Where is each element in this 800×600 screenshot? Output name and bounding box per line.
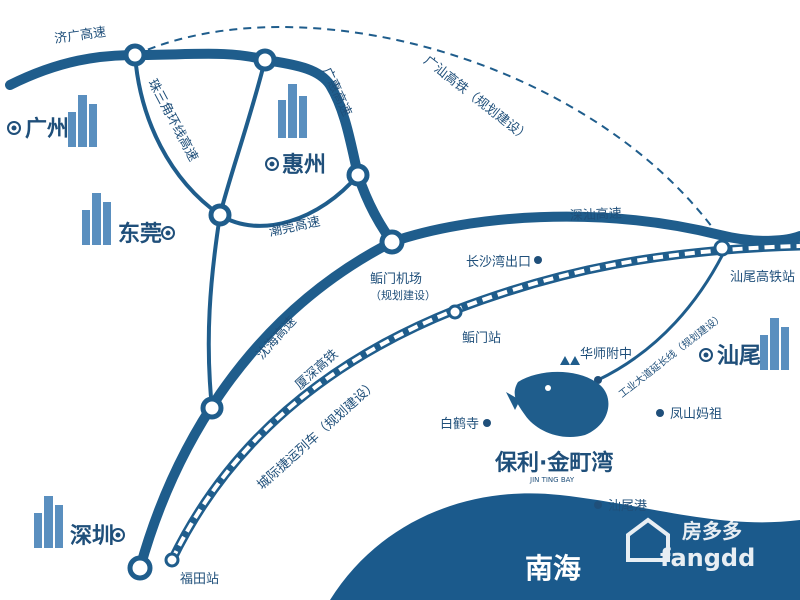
changsha-exit-dot: [534, 256, 542, 264]
rail-label-guangshan: 广汕高铁（规划建设）: [421, 53, 533, 146]
building-icon-huizhou: [278, 84, 307, 138]
station-label-airport: 鲘门机场: [370, 272, 422, 287]
ring-link-south: [206, 214, 222, 409]
city-label-dongguan: 东莞: [118, 221, 162, 247]
city-label-shanwei: 汕尾: [717, 344, 761, 369]
road-label-guanghui: 广惠高速: [318, 65, 354, 119]
building-icon-shanwei: [760, 318, 789, 370]
city-marker-huizhou: 惠州: [265, 153, 326, 178]
rail-label-intercity: 城际捷运列车（规划建设）: [254, 377, 381, 493]
industrial-road-extension: [597, 249, 727, 382]
shenshan-expressway: [135, 211, 800, 573]
city-label-guangzhou: 广州: [25, 116, 69, 142]
station-label-shanwei-hsr: 汕尾高铁站: [730, 269, 795, 285]
jiguang-expressway: [5, 48, 335, 90]
poi-label-fengshan: 凤山妈祖: [670, 407, 722, 422]
building-icon-shenzhen: [34, 496, 63, 548]
sea-label: 南海: [525, 552, 581, 585]
road-label-chaoguan: 潮莞高速: [268, 213, 322, 239]
whale-logo: [506, 356, 609, 438]
sea-area: [330, 493, 800, 600]
station-label-houmen: 鲘门站: [462, 331, 501, 346]
station-label-changsha-exit: 长沙湾出口: [466, 254, 531, 270]
rail-label-industry: 工业大道延长线（规划建设）: [616, 310, 726, 400]
poi-label-huashi: 华师附中: [580, 347, 632, 362]
guangshan-hsr-line: [134, 26, 726, 246]
building-icon-guangzhou: [68, 95, 97, 147]
project-subtitle: JIN TING BAY: [529, 476, 575, 484]
shanwei-port-dot: [594, 501, 602, 509]
brand-watermark: 房多多 fangdd: [626, 517, 755, 572]
poi-label-baihe: 白鹤寺: [440, 416, 479, 432]
city-label-huizhou: 惠州: [282, 153, 326, 178]
city-marker-shenzhen: 深圳: [70, 524, 125, 549]
city-marker-dongguan: 东莞: [118, 221, 175, 247]
ring-link-north: [218, 59, 267, 216]
road-label-jiguang: 济广高速: [53, 24, 107, 47]
junction-nodes: [123, 43, 405, 581]
station-label-futian: 福田站: [180, 572, 219, 587]
road-label-prd-ring: 珠三角环线高速: [144, 76, 201, 164]
brand-name-cn: 房多多: [682, 519, 742, 543]
fengshan-dot: [656, 409, 664, 417]
station-nodes: [164, 239, 731, 568]
city-label-shenzhen: 深圳: [70, 524, 114, 549]
road-label-shenshan: 深汕高速: [569, 205, 622, 224]
brand-name-en: fangdd: [660, 544, 755, 572]
city-marker-guangzhou: 广州: [7, 116, 69, 142]
station-label-airport-note: （规划建设）: [370, 288, 436, 302]
city-marker-shanwei: 汕尾: [699, 344, 761, 369]
project-name: 保利·金町湾: [494, 450, 613, 476]
poi-label-shanwei-port: 汕尾港: [608, 499, 647, 514]
baihe-dot: [483, 419, 491, 427]
building-icon-dongguan: [82, 193, 111, 245]
